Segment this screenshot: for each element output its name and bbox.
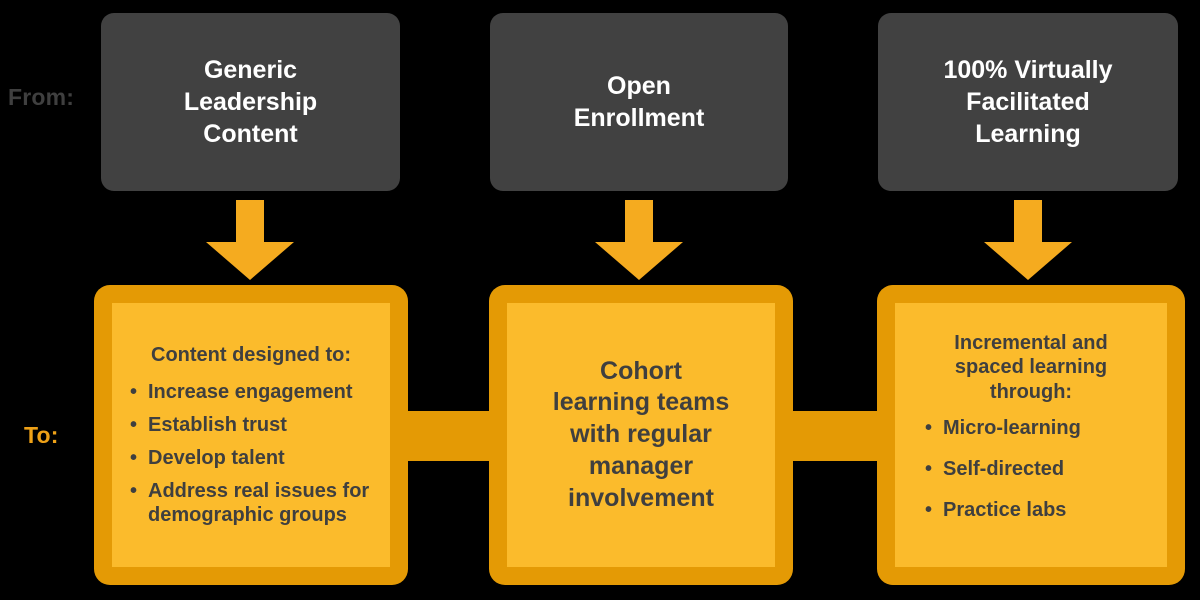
list-item-label: Self-directed (943, 458, 1065, 481)
list-item-label: Establish trust (148, 413, 287, 436)
list-item: • Self-directed (925, 457, 1155, 481)
to-box-bullet-list: • Increase engagement • Establish trust • D… (124, 380, 378, 527)
bullet-icon: • (925, 458, 933, 481)
list-item: • Increase engagement (130, 380, 378, 404)
to-box-heading: Cohort learning teams with regular manag… (552, 356, 730, 512)
bullet-icon: • (925, 417, 933, 440)
bullet-icon: • (130, 446, 138, 469)
to-box-content-designed-to: Content designed to: • Increase engagemen… (94, 285, 408, 585)
to-box-inner: Content designed to: • Increase engagemen… (112, 303, 390, 567)
list-item-label: Develop talent (148, 446, 285, 469)
from-box-open-enrollment: Open Enrollment (490, 13, 788, 191)
from-box-generic-leadership-content: Generic Leadership Content (101, 13, 400, 191)
from-box-text: Generic Leadership Content (183, 56, 318, 148)
arrow-down-icon (206, 200, 294, 280)
list-item: • Practice labs (925, 498, 1155, 522)
row-label-from: From: (8, 84, 75, 110)
to-box-bullet-list: • Micro-learning • Self-directed • Practice… (907, 416, 1155, 539)
list-item-label: Increase engagement (148, 380, 353, 403)
to-box-heading: Incremental and spaced learning through: (954, 331, 1108, 403)
list-item: • Develop talent (130, 446, 378, 470)
to-box-cohort-learning-teams: Cohort learning teams with regular manag… (489, 285, 793, 585)
connector-bar (786, 411, 892, 461)
from-box-text: Open Enrollment (573, 72, 705, 132)
to-box-incremental-spaced-learning: Incremental and spaced learning through:… (877, 285, 1185, 585)
to-box-heading: Content designed to: (151, 344, 351, 367)
bullet-icon: • (925, 499, 933, 522)
list-item: • Address real issues for demographic gro… (130, 479, 378, 527)
list-item-label: Address real issues for demographic grou… (148, 479, 370, 526)
list-item-label: Practice labs (943, 499, 1067, 522)
from-box-text: 100% Virtually Facilitated Learning (943, 56, 1113, 148)
to-box-inner: Incremental and spaced learning through:… (895, 303, 1167, 567)
connector-bar (398, 411, 504, 461)
list-item: • Establish trust (130, 413, 378, 437)
from-box-virtually-facilitated-learning: 100% Virtually Facilitated Learning (878, 13, 1178, 191)
arrow-down-icon (595, 200, 683, 280)
row-label-to: To: (24, 422, 59, 448)
bullet-icon: • (130, 413, 138, 436)
bullet-icon: • (130, 479, 138, 502)
list-item-label: Micro-learning (943, 417, 1081, 440)
bullet-icon: • (130, 380, 138, 403)
list-item: • Micro-learning (925, 416, 1155, 440)
to-box-inner: Cohort learning teams with regular manag… (507, 303, 775, 567)
arrow-down-icon (984, 200, 1072, 280)
